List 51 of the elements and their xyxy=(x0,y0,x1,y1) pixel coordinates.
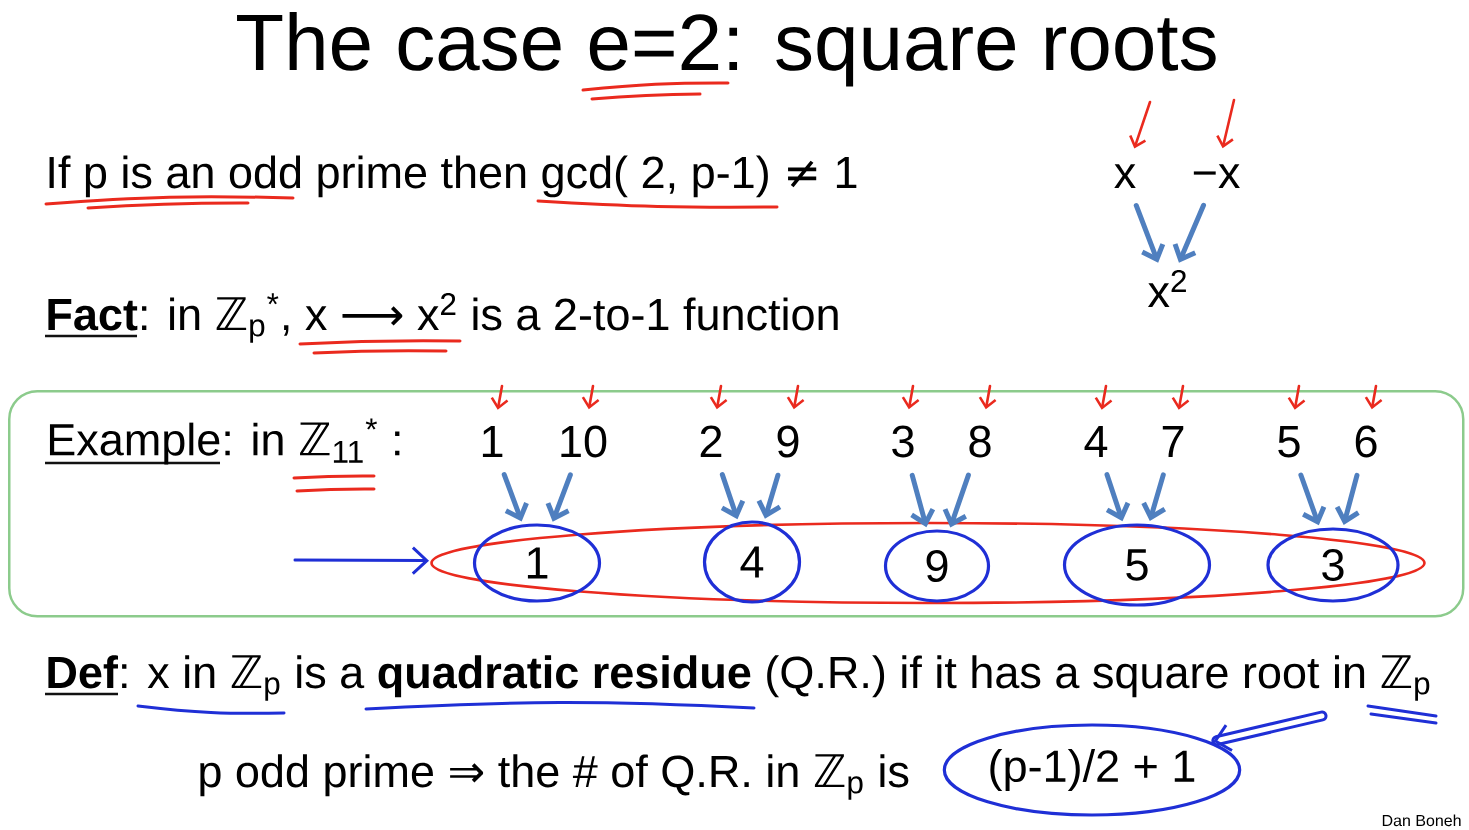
arrow xyxy=(1094,384,1113,410)
number: 6 xyxy=(1355,425,1377,458)
arrow xyxy=(1141,472,1167,522)
circled-number: 5 xyxy=(1062,523,1212,607)
arrow xyxy=(942,472,971,528)
arrow xyxy=(1334,472,1360,525)
circled-number: 3 xyxy=(1266,527,1400,603)
variable: −x xyxy=(1193,164,1240,188)
arrow xyxy=(1104,472,1131,522)
arrow xyxy=(490,384,509,410)
definition: Def: x in ℤ$_{p}$ is a quadratic residue (Q.R.) if it has a square root in ℤ$_{p}$ xyxy=(45,655,1430,701)
arrow xyxy=(1129,100,1152,149)
arrow xyxy=(756,472,782,519)
arrow xyxy=(581,384,600,410)
circled-formula: (p-1)/2 + 1 xyxy=(942,723,1242,817)
number: 9 xyxy=(777,425,799,458)
title: The case e=2: square roots xyxy=(237,12,1216,87)
arrow xyxy=(909,472,936,528)
number: 10 xyxy=(561,425,607,458)
arrow xyxy=(709,384,728,410)
number: 3 xyxy=(892,425,914,458)
arrow xyxy=(1364,384,1383,410)
arrow xyxy=(1133,202,1166,263)
author-name: Dan Boneh xyxy=(1382,814,1461,827)
statement: If p is an odd prime then gcd( 2, p-1) ≠ 1 xyxy=(49,155,857,198)
fact-statement: Fact: in ℤ$_{p}$$^{*}$, x ⟶ x$^{2}$ is a 2-to-1 function xyxy=(45,292,838,343)
circled-number: 1 xyxy=(472,523,602,603)
number: 5 xyxy=(1278,426,1300,458)
squared-variable: x$^{2}$ xyxy=(1148,269,1186,307)
number: 4 xyxy=(1084,426,1108,457)
number: 7 xyxy=(1162,426,1184,457)
arrow xyxy=(901,384,920,410)
arrow xyxy=(1298,472,1327,526)
number: 1 xyxy=(482,426,503,457)
arrow xyxy=(1172,202,1207,263)
arrow xyxy=(293,546,430,575)
circled-number: 9 xyxy=(883,529,991,603)
hand-drawn-ellipse xyxy=(430,521,1426,605)
arrow xyxy=(786,384,805,410)
arrow xyxy=(1211,710,1328,752)
variable: x xyxy=(1114,164,1136,188)
number: 8 xyxy=(969,425,991,458)
arrow xyxy=(1287,384,1306,410)
arrow xyxy=(978,384,997,410)
arrow xyxy=(719,472,746,520)
arrow xyxy=(1171,384,1190,410)
arrow xyxy=(1216,98,1236,149)
circled-number: 4 xyxy=(702,520,802,604)
arrow xyxy=(545,472,573,522)
number: 2 xyxy=(700,425,722,457)
arrow xyxy=(501,472,529,522)
